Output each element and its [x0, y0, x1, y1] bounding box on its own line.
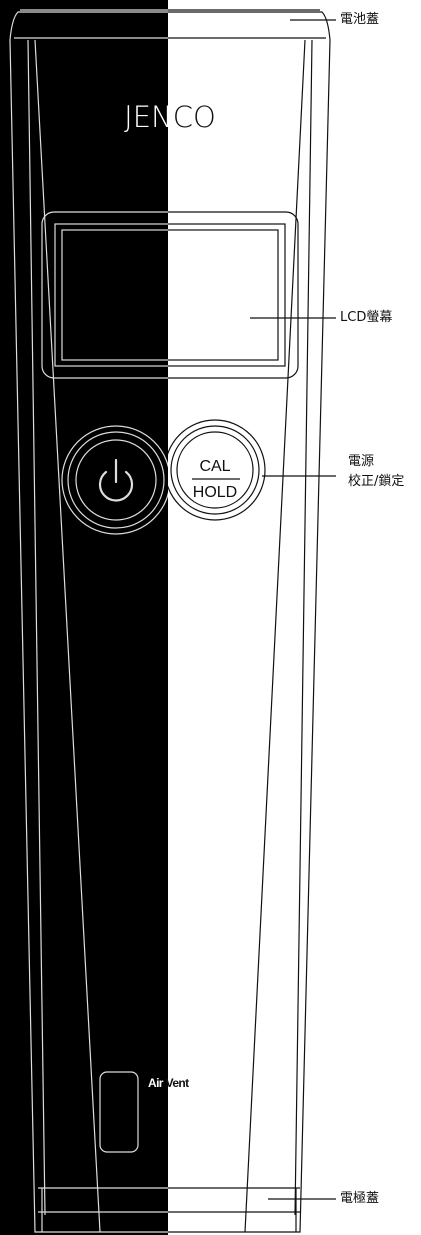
brand-right: CO	[172, 100, 216, 134]
air-vent-left: Air	[148, 1076, 163, 1090]
cal-label: CAL	[199, 458, 231, 475]
meter-outline-left	[9, 9, 168, 1233]
power-icon	[98, 458, 134, 502]
meter-outline-right	[168, 9, 331, 1233]
air-vent-right: Vent	[162, 1076, 190, 1090]
air-vent-label: Air Vent	[148, 1075, 189, 1091]
brand-left: JEN	[124, 100, 173, 134]
callout-lines	[250, 19, 336, 1200]
callout-battery-cover: 電池蓋	[340, 12, 380, 27]
callout-lcd-screen: LCD螢幕	[340, 310, 393, 325]
callout-cal-hold: 校正/鎖定	[348, 474, 405, 489]
brand-logo: JENCO	[105, 97, 235, 137]
meter-dark-half	[0, 0, 168, 1235]
hold-label: HOLD	[192, 484, 238, 501]
callout-electrode-cover: 電極蓋	[340, 1191, 380, 1206]
callout-power: 電源	[348, 454, 375, 469]
